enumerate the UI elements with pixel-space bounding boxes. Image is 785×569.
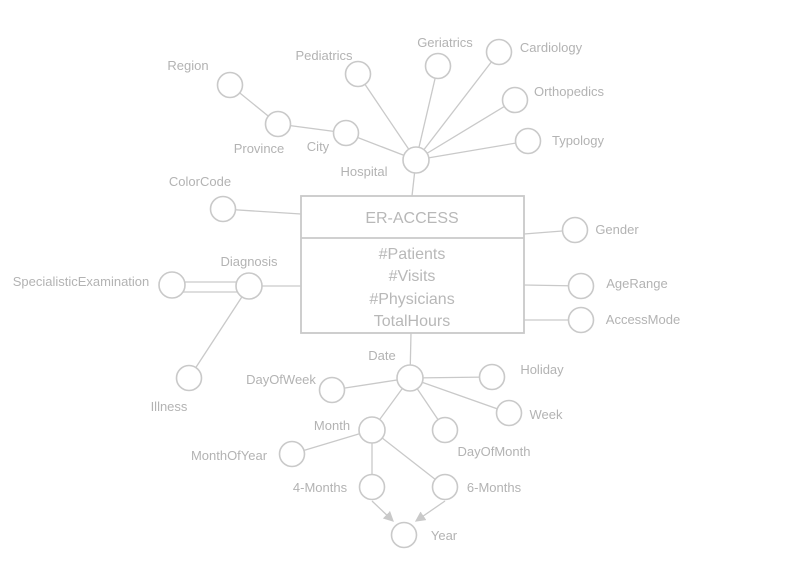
- label-illness: Illness: [151, 399, 188, 414]
- edge-geriatrics-hospital: [415, 65, 439, 161]
- edge-4months-year: [371, 500, 394, 522]
- label-date: Date: [368, 348, 395, 363]
- label-city: City: [307, 139, 330, 154]
- edge-pediatrics-hospital: [357, 73, 417, 161]
- node-province: [264, 110, 292, 138]
- node-holiday: [478, 363, 506, 391]
- node-6months: [431, 473, 459, 501]
- node-dayofmonth: [431, 416, 459, 444]
- label-province: Province: [234, 141, 285, 156]
- measure-visits: #Visits: [389, 268, 436, 285]
- node-date: [396, 364, 424, 392]
- edge-month-monthofyear: [291, 429, 373, 455]
- node-week: [495, 399, 523, 427]
- node-dayofweek: [318, 376, 346, 404]
- node-gender: [561, 216, 589, 244]
- label-orthopedics: Orthopedics: [534, 84, 605, 99]
- node-hospital: [402, 146, 430, 174]
- measure-physicians: #Physicians: [369, 291, 454, 308]
- node-diagnosis: [235, 272, 263, 300]
- label-colorcode: ColorCode: [169, 174, 231, 189]
- label-hospital: Hospital: [341, 164, 388, 179]
- measure-patients: #Patients: [379, 246, 446, 263]
- fact-er-access: ER-ACCESS #Patients #Visits #Physicians …: [300, 195, 525, 334]
- label-dayofmonth: DayOfMonth: [458, 444, 531, 459]
- node-agerange: [567, 272, 595, 300]
- fact-box: [300, 195, 525, 334]
- label-agerange: AgeRange: [606, 276, 667, 291]
- edge-typology-hospital: [415, 140, 529, 161]
- label-month: Month: [314, 418, 350, 433]
- node-monthofyear: [278, 440, 306, 468]
- label-region: Region: [167, 58, 208, 73]
- label-specialistic: SpecialisticExamination: [13, 274, 150, 289]
- label-year: Year: [431, 528, 458, 543]
- edge-cardiology-hospital: [415, 51, 500, 161]
- label-dayofweek: DayOfWeek: [246, 372, 316, 387]
- node-pediatrics: [344, 60, 372, 88]
- edge-month-6months: [371, 429, 446, 488]
- label-geriatrics: Geriatrics: [417, 35, 473, 50]
- label-diagnosis: Diagnosis: [220, 254, 278, 269]
- edge-diagnosis-illness: [188, 285, 250, 379]
- attribute-labels: Region Province City Hospital Pediatrics…: [13, 35, 681, 543]
- label-6months: 6-Months: [467, 480, 522, 495]
- node-region: [216, 71, 244, 99]
- label-week: Week: [530, 407, 563, 422]
- node-colorcode: [209, 195, 237, 223]
- node-orthopedics: [501, 86, 529, 114]
- label-monthofyear: MonthOfYear: [191, 448, 268, 463]
- node-cardiology: [485, 38, 513, 66]
- edge-date-week: [409, 377, 510, 414]
- label-gender: Gender: [595, 222, 639, 237]
- node-geriatrics: [424, 52, 452, 80]
- node-4months: [358, 473, 386, 501]
- attribute-nodes: [158, 38, 595, 549]
- label-cardiology: Cardiology: [520, 40, 583, 55]
- node-year: [390, 521, 418, 549]
- node-city: [332, 119, 360, 147]
- label-holiday: Holiday: [520, 362, 564, 377]
- label-pediatrics: Pediatrics: [295, 48, 353, 63]
- edge-6months-year: [414, 500, 446, 522]
- node-accessmode: [567, 306, 595, 334]
- node-month: [358, 416, 386, 444]
- node-specialistic: [158, 271, 186, 299]
- node-typology: [514, 127, 542, 155]
- label-typology: Typology: [552, 133, 605, 148]
- measure-totalhours: TotalHours: [374, 313, 450, 330]
- fact-title: ER-ACCESS: [365, 210, 458, 227]
- label-accessmode: AccessMode: [606, 312, 680, 327]
- edge-orthopedics-hospital: [415, 99, 516, 161]
- label-4months: 4-Months: [293, 480, 348, 495]
- node-illness: [175, 364, 203, 392]
